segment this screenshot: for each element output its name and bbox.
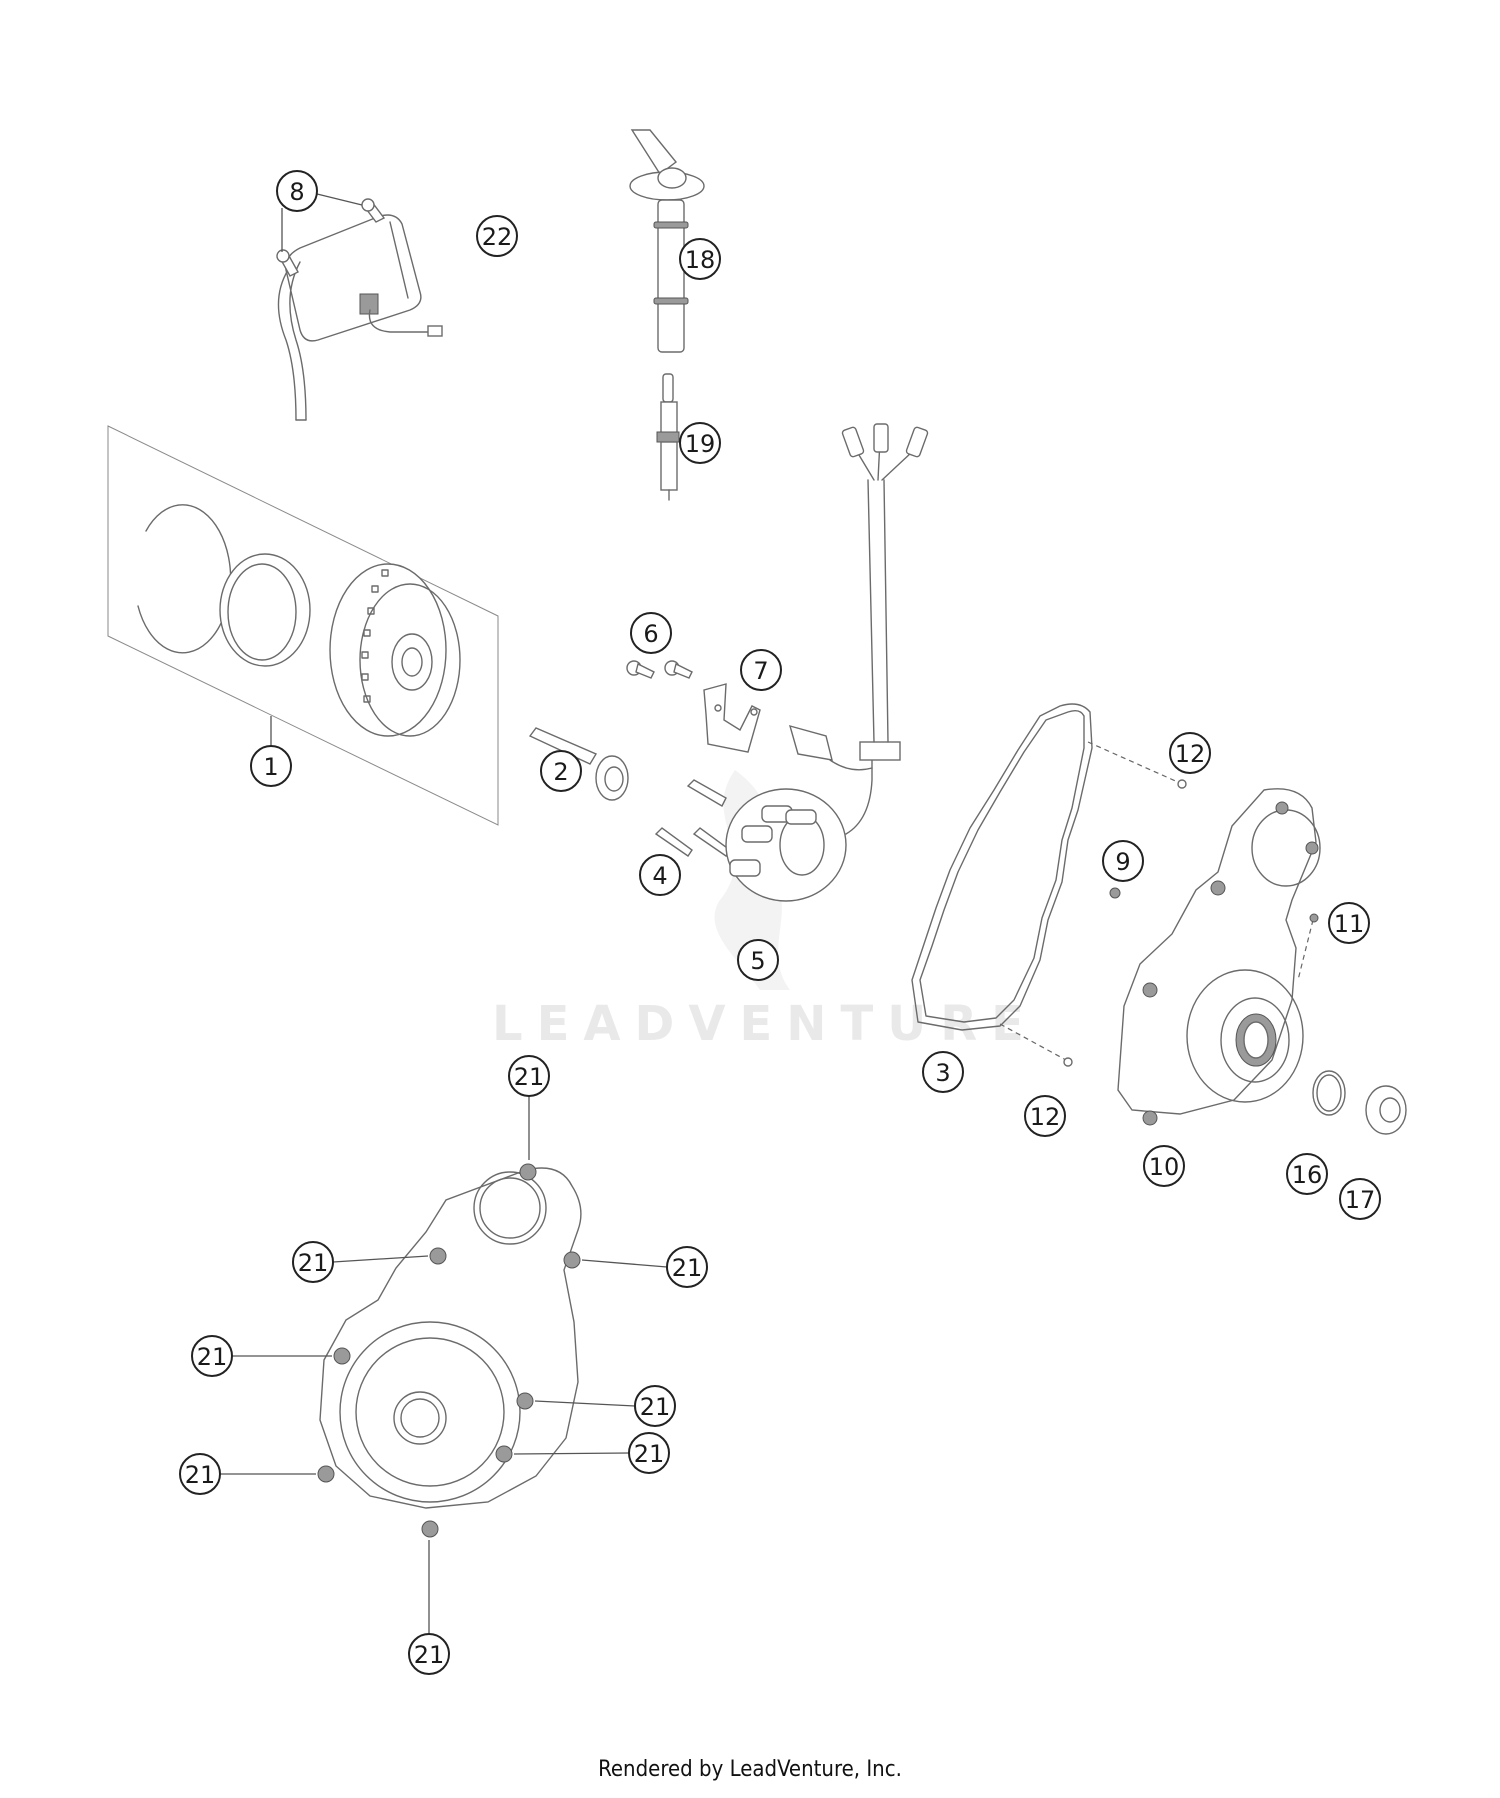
- svg-text:5: 5: [750, 947, 765, 975]
- svg-text:17: 17: [1345, 1186, 1376, 1214]
- callout-9[interactable]: 9: [1102, 840, 1144, 882]
- dowel-pin-bottom[interactable]: [1063, 1057, 1073, 1067]
- nut[interactable]: [1109, 887, 1121, 899]
- svg-text:16: 16: [1292, 1161, 1323, 1189]
- spark-plug-connector[interactable]: [629, 129, 705, 353]
- callout-12-top[interactable]: 12: [1169, 732, 1211, 774]
- callout-3[interactable]: 3: [922, 1051, 964, 1093]
- stator-screws[interactable]: [654, 779, 731, 857]
- flywheel-bolt[interactable]: [528, 727, 629, 801]
- svg-text:12: 12: [1175, 740, 1206, 768]
- svg-text:19: 19: [685, 430, 716, 458]
- callout-21-lower-left[interactable]: 21: [179, 1453, 221, 1495]
- svg-text:21: 21: [197, 1343, 228, 1371]
- svg-text:11: 11: [1334, 910, 1365, 938]
- ignition-coil[interactable]: [277, 214, 443, 421]
- callout-10[interactable]: 10: [1143, 1145, 1185, 1187]
- svg-text:9: 9: [1115, 848, 1130, 876]
- callout-5[interactable]: 5: [737, 939, 779, 981]
- watermark-text: LEADVENTURE: [492, 996, 1038, 1052]
- svg-text:7: 7: [753, 657, 768, 685]
- callout-16[interactable]: 16: [1286, 1153, 1328, 1195]
- plug-screw[interactable]: [1309, 913, 1319, 923]
- footer-credit: Rendered by LeadVenture, Inc.: [598, 1757, 902, 1782]
- callout-21-top[interactable]: 21: [508, 1055, 550, 1097]
- callout-18[interactable]: 18: [679, 238, 721, 280]
- callout-21-mid-left[interactable]: 21: [191, 1335, 233, 1377]
- svg-text:2: 2: [553, 758, 568, 786]
- generator-cover[interactable]: [1117, 788, 1321, 1126]
- svg-text:10: 10: [1149, 1153, 1180, 1181]
- callout-17[interactable]: 17: [1339, 1178, 1381, 1220]
- svg-text:3: 3: [935, 1059, 950, 1087]
- callout-21-mid-right[interactable]: 21: [634, 1385, 676, 1427]
- svg-text:8: 8: [289, 178, 304, 206]
- bracket-screws[interactable]: [626, 660, 693, 679]
- svg-text:21: 21: [672, 1254, 703, 1282]
- svg-text:1: 1: [263, 753, 278, 781]
- callout-7[interactable]: 7: [740, 649, 782, 691]
- callout-21-upper-left[interactable]: 21: [292, 1241, 334, 1283]
- callout-6[interactable]: 6: [630, 612, 672, 654]
- svg-text:22: 22: [482, 223, 513, 251]
- flywheel-rotor-kit[interactable]: [107, 425, 499, 826]
- cover-gasket[interactable]: [911, 703, 1093, 1031]
- svg-text:18: 18: [685, 246, 716, 274]
- callout-12-bottom[interactable]: 12: [1024, 1095, 1066, 1137]
- coil-screw-bottom[interactable]: [276, 249, 299, 277]
- svg-text:21: 21: [640, 1393, 671, 1421]
- callout-22[interactable]: 22: [476, 215, 518, 257]
- svg-text:21: 21: [298, 1249, 329, 1277]
- svg-text:6: 6: [643, 620, 658, 648]
- callout-8[interactable]: 8: [276, 170, 318, 212]
- cable-bracket[interactable]: [703, 683, 761, 753]
- svg-text:12: 12: [1030, 1103, 1061, 1131]
- cover-plug[interactable]: [1365, 1085, 1407, 1135]
- svg-text:21: 21: [514, 1063, 545, 1091]
- callout-2[interactable]: 2: [540, 750, 582, 792]
- generator-cover-front[interactable]: [317, 1163, 582, 1538]
- cover-screw-leaders: [220, 1096, 668, 1634]
- callout-21-bottom[interactable]: 21: [408, 1633, 450, 1675]
- callout-1[interactable]: 1: [250, 745, 292, 787]
- o-ring[interactable]: [1312, 1070, 1346, 1116]
- stator[interactable]: [725, 423, 929, 902]
- svg-text:4: 4: [652, 862, 667, 890]
- coil-screw-top[interactable]: [361, 198, 386, 223]
- callout-19[interactable]: 19: [679, 422, 721, 464]
- spark-plug[interactable]: [656, 373, 680, 501]
- svg-text:21: 21: [634, 1440, 665, 1468]
- callout-4[interactable]: 4: [639, 854, 681, 896]
- svg-text:21: 21: [185, 1461, 216, 1489]
- dowel-pin-top[interactable]: [1177, 779, 1187, 789]
- callout-21-upper-right[interactable]: 21: [666, 1246, 708, 1288]
- callout-11[interactable]: 11: [1328, 902, 1370, 944]
- callout-21-lower-right[interactable]: 21: [628, 1432, 670, 1474]
- svg-text:21: 21: [414, 1641, 445, 1669]
